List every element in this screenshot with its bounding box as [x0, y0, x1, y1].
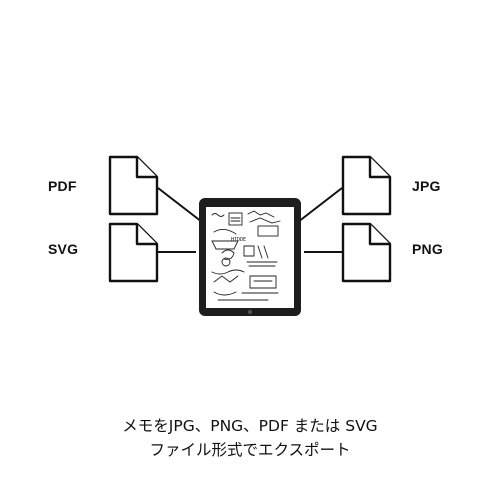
sketch-notes-icon	[211, 210, 281, 301]
label-jpg: JPG	[412, 178, 441, 194]
connector-lines	[157, 187, 343, 253]
svg-file-icon	[108, 222, 159, 283]
label-pdf: PDF	[48, 178, 77, 194]
png-file-icon	[341, 222, 392, 283]
jpg-file-icon	[341, 155, 392, 216]
connector-jpg	[297, 187, 343, 223]
label-png: PNG	[412, 241, 443, 257]
tablet-icon: HIDDE	[199, 198, 301, 316]
caption-line-1: メモをJPG、PNG、PDF または SVG	[122, 417, 378, 435]
screen-scribble-text: HIDDE	[231, 237, 246, 243]
pdf-file-icon	[108, 155, 159, 216]
tablet-screen	[206, 207, 294, 308]
connector-pdf	[157, 187, 203, 223]
home-button	[248, 310, 252, 314]
caption-line-2: ファイル形式でエクスポート	[149, 441, 351, 459]
label-svg: SVG	[48, 241, 79, 257]
